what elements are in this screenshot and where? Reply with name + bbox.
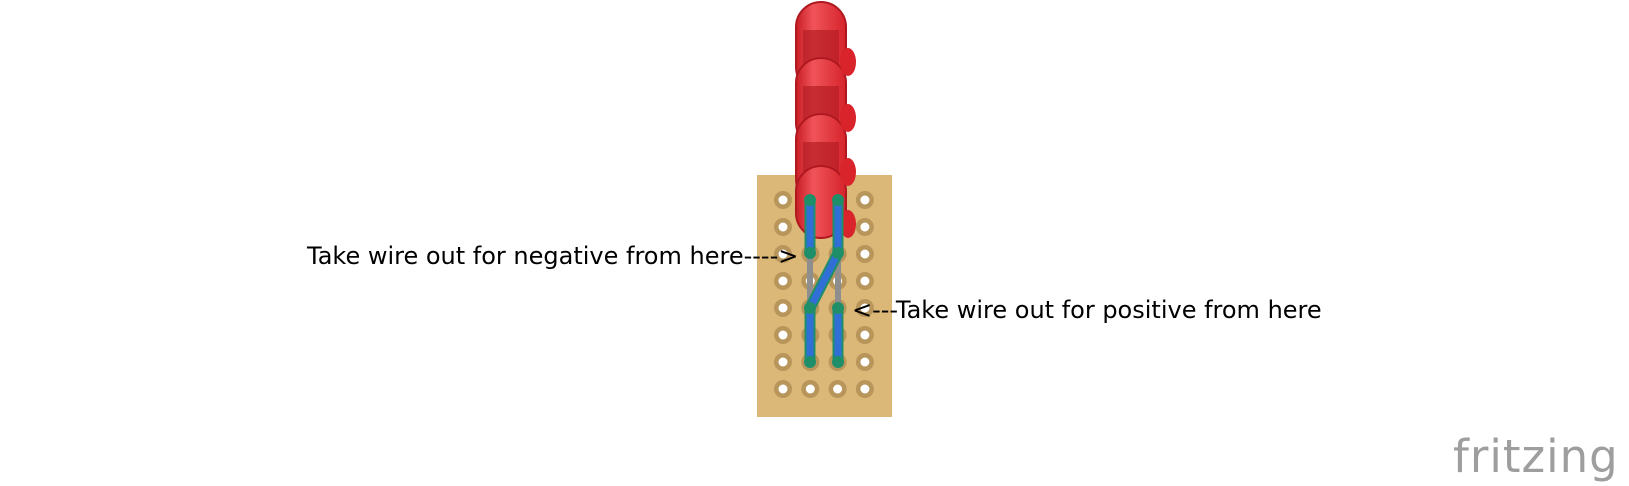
- led-stack: [795, 1, 856, 239]
- wire-3: [804, 247, 844, 314]
- board-hole: [828, 380, 847, 398]
- board-hole: [855, 245, 874, 263]
- board-hole: [774, 353, 792, 371]
- board-hole: [855, 191, 874, 209]
- wire-end-pad: [804, 302, 816, 314]
- annotation-positive: <---Take wire out for positive from here: [852, 298, 1322, 322]
- board-hole: [774, 272, 792, 290]
- wire-end-pad: [832, 302, 844, 314]
- board-hole: [774, 218, 792, 236]
- board-hole: [855, 218, 874, 236]
- annotation-positive-text: Take wire out for positive from here: [895, 296, 1322, 324]
- wire-end-pad: [804, 194, 816, 206]
- board-hole: [774, 191, 792, 209]
- wire-end-pad: [804, 356, 816, 368]
- board-hole: [774, 380, 792, 398]
- fritzing-logo: fritzing: [1453, 430, 1619, 483]
- board-hole: [774, 245, 792, 263]
- board-hole: [855, 299, 874, 317]
- wire-end-pad: [804, 247, 816, 259]
- board-hole: [774, 299, 792, 317]
- wire-end-pad: [832, 247, 844, 259]
- annotation-negative-text: Take wire out for negative from here: [307, 242, 744, 270]
- jumper-wires: [804, 194, 844, 368]
- board-hole: [855, 353, 874, 371]
- wire-end-pad: [832, 194, 844, 206]
- board-hole: [855, 326, 874, 344]
- wire-end-pad: [832, 356, 844, 368]
- board-hole: [855, 380, 874, 398]
- annotation-negative: Take wire out for negative from here----…: [307, 244, 798, 268]
- annotation-positive-arrow: <---: [852, 296, 896, 324]
- board-hole: [774, 326, 792, 344]
- annotation-negative-arrow: ---->: [743, 242, 799, 270]
- board-hole: [855, 272, 874, 290]
- wire-end-pads: [804, 194, 844, 368]
- board-hole: [801, 380, 820, 398]
